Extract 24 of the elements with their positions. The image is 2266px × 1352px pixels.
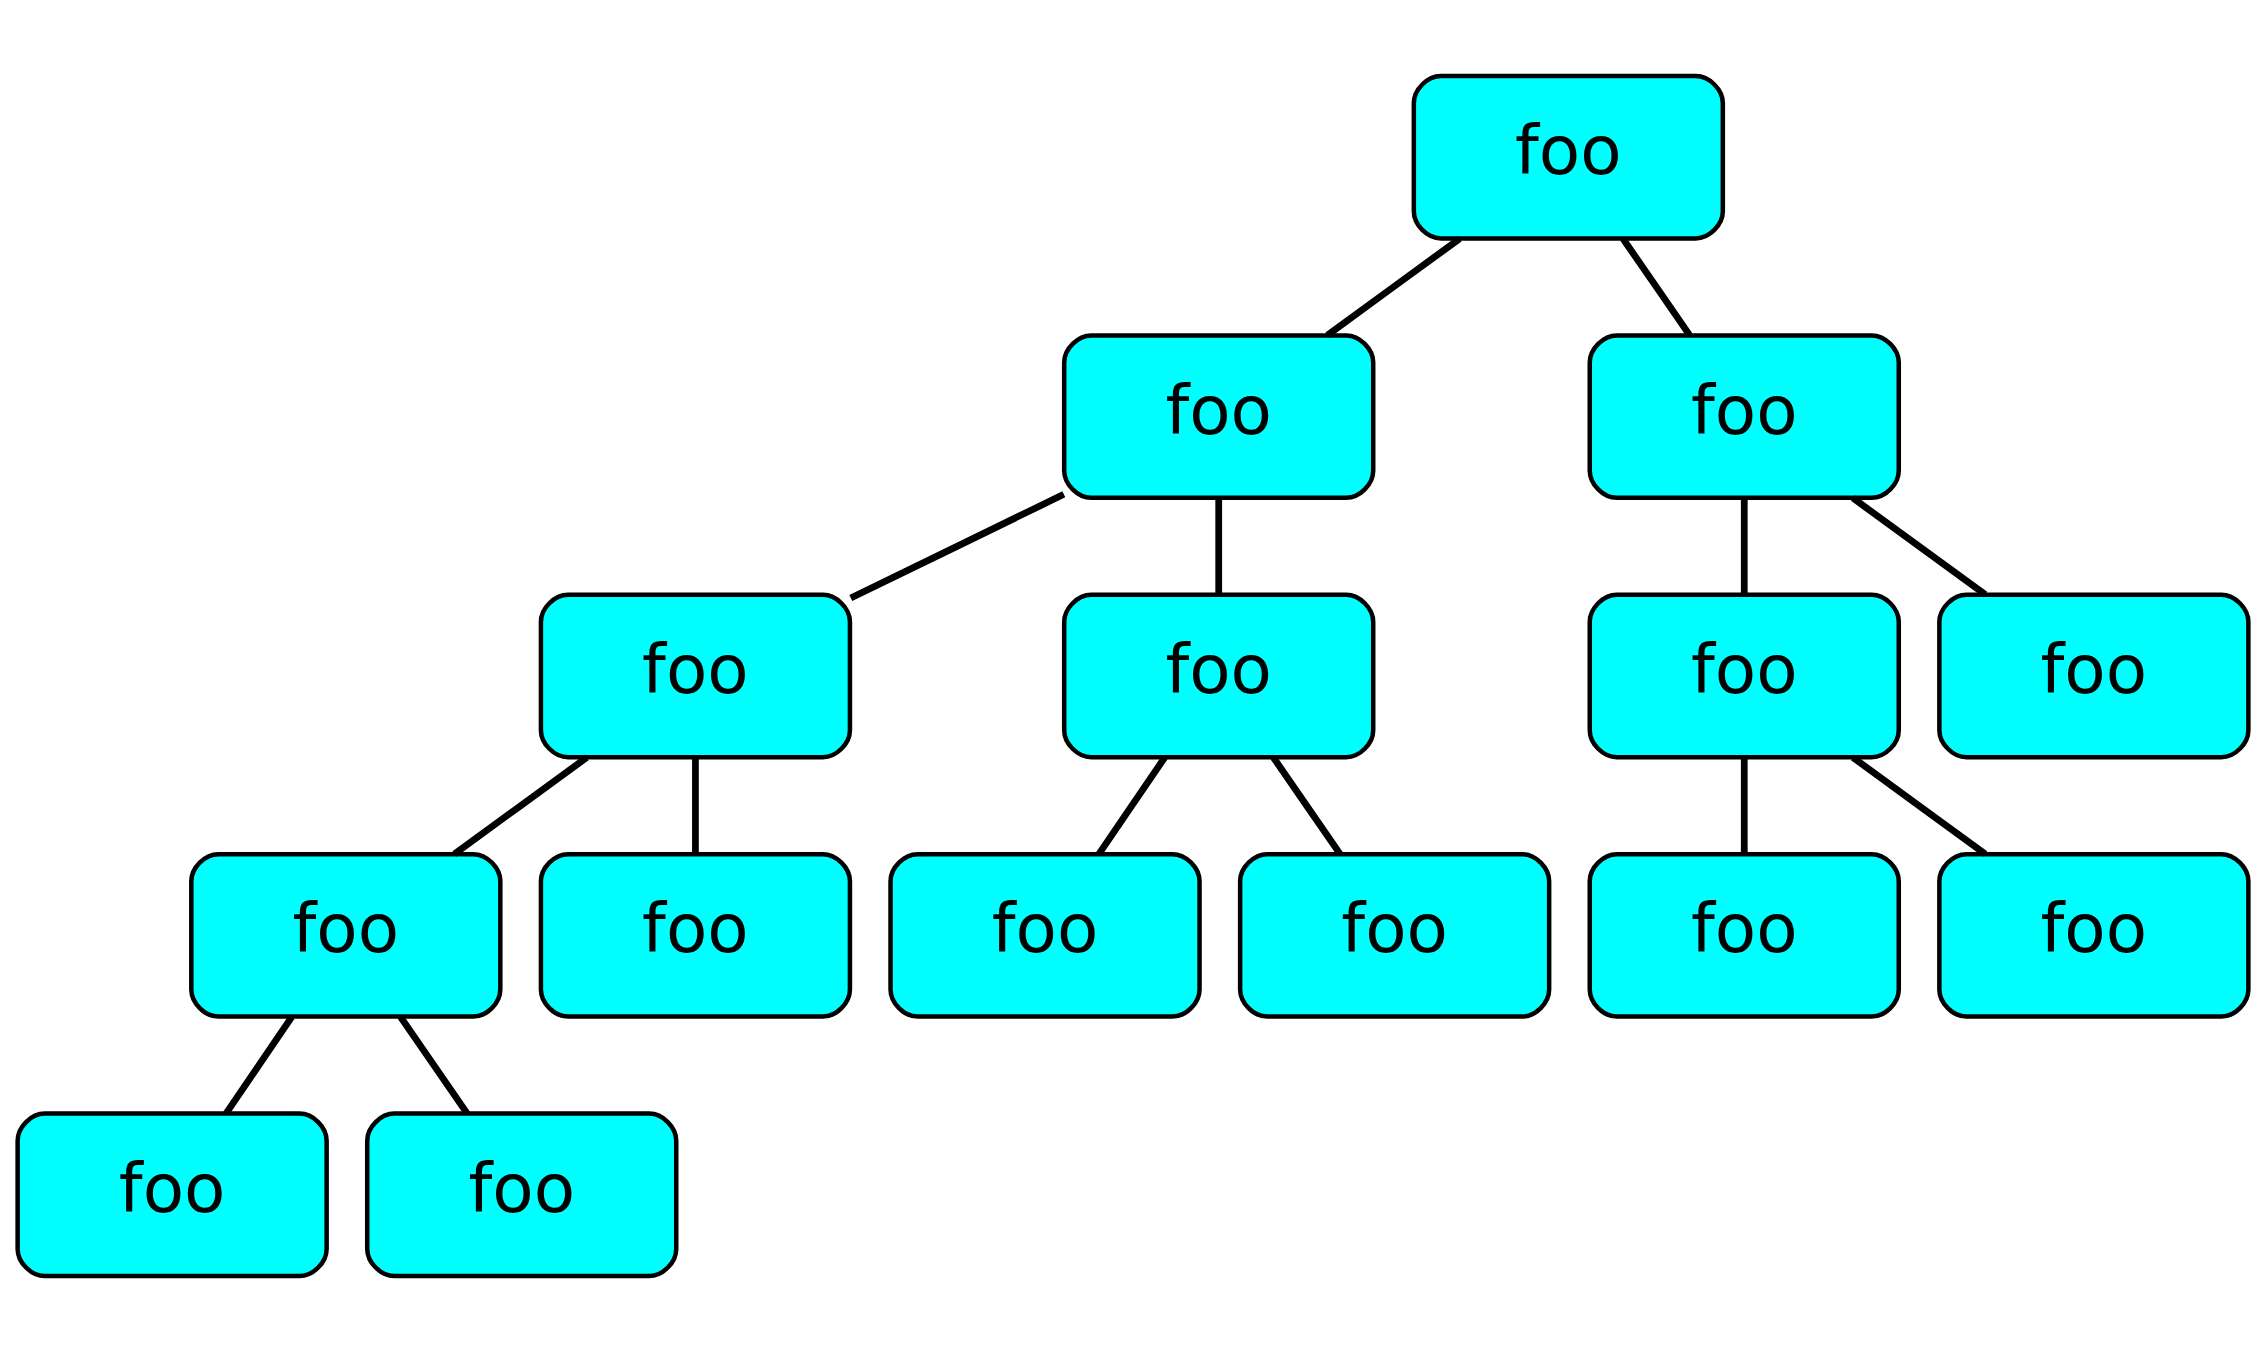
connector [1850,495,1988,598]
node-box: foo [1937,851,2251,1019]
connector [1215,498,1223,595]
node-box: foo [888,851,1202,1019]
node-box: foo [538,851,853,1019]
node-box: foo [1061,592,1376,760]
node-box: foo [1587,592,1901,760]
connector [849,491,1066,602]
node-box: foo [1587,333,1901,501]
node-box: foo [1937,592,2251,760]
node-box: foo [189,851,503,1019]
connector [692,757,699,854]
connector [1850,754,1988,857]
node-box: foo [1061,333,1376,501]
connector [1325,236,1462,338]
node-box: foo [538,592,853,760]
node-box: foo [15,1111,329,1279]
connector [1740,498,1748,595]
node-box: foo [1237,851,1552,1019]
node-box: foo [1411,73,1726,241]
node-box: foo [365,1111,679,1279]
node-box: foo [1587,851,1901,1019]
connector [452,754,589,857]
connector [1740,757,1748,854]
